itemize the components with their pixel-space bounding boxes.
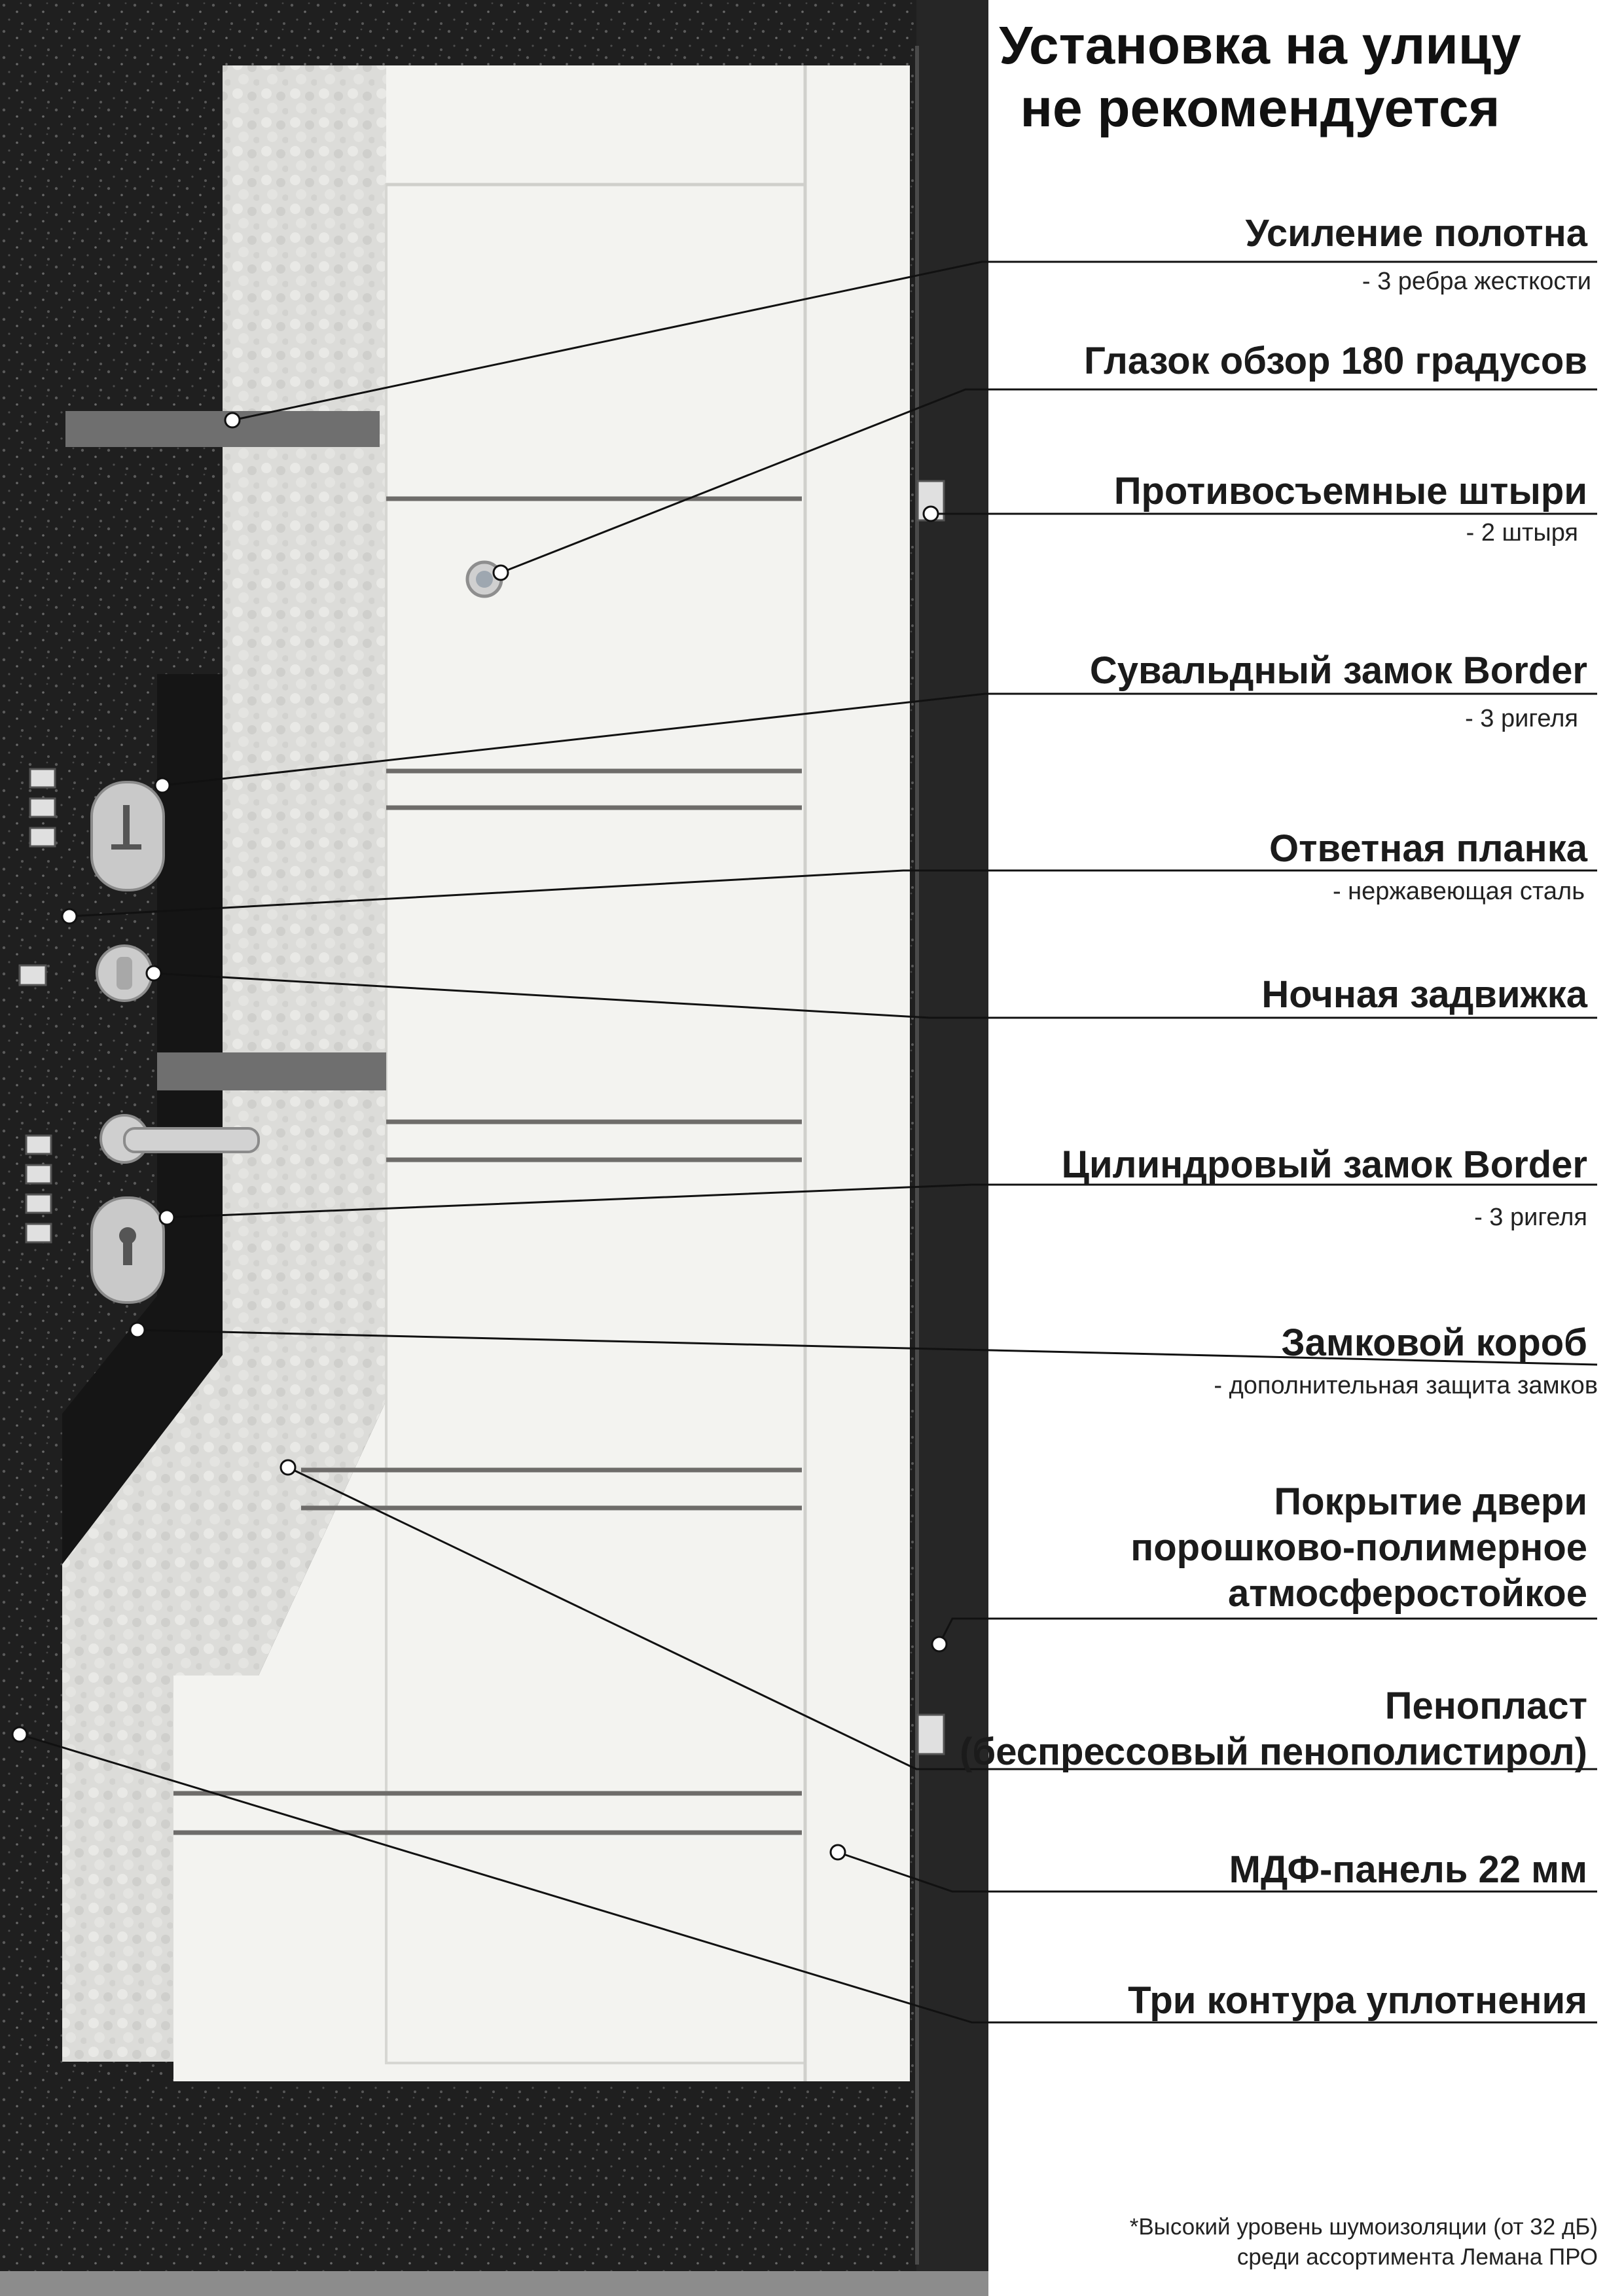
door-frame-edge <box>916 0 988 2296</box>
dot-pins <box>922 505 939 522</box>
feature-cylinder-lock-title: Цилиндровый замок Border <box>1061 1143 1587 1186</box>
feature-coating-line-3: атмосферостойкое <box>1228 1572 1587 1615</box>
feature-lock-box-title: Замковой короб <box>1281 1321 1587 1364</box>
footnote-line-1: *Высокий уровень шумоизоляции (от 32 дБ) <box>1129 2214 1598 2240</box>
footnote-line-2: среди ассортимента Лемана ПРО <box>1236 2244 1598 2270</box>
noise-insulation-footnote: *Высокий уровень шумоизоляции (от 32 дБ)… <box>1130 2212 1598 2272</box>
feature-peephole-title: Глазок обзор 180 градусов <box>1083 340 1587 382</box>
dot-lock-box <box>129 1321 146 1338</box>
decor-moldings <box>173 496 802 1835</box>
feature-coating-line-1: Покрытие двери <box>1274 1480 1587 1523</box>
warning-heading-line-2: не рекомендуется <box>1020 79 1500 138</box>
lever-lock-keyhole <box>123 805 130 844</box>
mdf-panel <box>173 65 910 2081</box>
feature-night-latch-title: Ночная задвижка <box>1261 973 1587 1016</box>
door-frame-inner-line <box>915 46 919 2265</box>
feature-lock-box-note: - дополнительная защита замков <box>1214 1372 1598 1399</box>
feature-pins-note: - 2 штыря <box>1466 519 1578 547</box>
decor-insert-shadow <box>62 674 223 1564</box>
anti-removal-pin-lower <box>916 1713 945 1755</box>
dot-reinforcement <box>224 412 241 429</box>
dot-strike-plate <box>61 908 78 925</box>
feature-mdf-title: МДФ-панель 22 мм <box>1229 1848 1587 1891</box>
dot-coating <box>931 1636 948 1653</box>
warning-heading-line-1: Установка на улицу <box>999 16 1521 75</box>
dot-seals <box>11 1726 28 1743</box>
leader-lines <box>19 260 1598 2024</box>
dot-lever-lock <box>154 777 171 794</box>
dot-cylinder-lock <box>158 1209 175 1226</box>
night-latch-slot <box>117 957 132 990</box>
stiffening-rib-lower <box>157 1052 386 1090</box>
cylinder-lock-keyhole-slot <box>123 1236 132 1265</box>
feature-lever-lock-note: - 3 ригеля <box>1465 705 1578 732</box>
lever-lock-keyhole-bar <box>111 844 141 850</box>
feature-strike-plate-title: Ответная планка <box>1269 827 1587 870</box>
door-handle-lever <box>123 1127 260 1153</box>
feature-coating-title: Покрытие двери порошково-полимерное атмо… <box>1130 1479 1587 1617</box>
stiffening-rib-upper <box>65 411 380 447</box>
feature-strike-plate-note: - нержавеющая сталь <box>1332 878 1585 905</box>
feature-cylinder-lock-note: - 3 ригеля <box>1474 1204 1587 1231</box>
feature-foam-line-2: (беспрессовый пенополистирол) <box>960 1731 1587 1773</box>
dot-foam <box>280 1459 297 1476</box>
peephole-lens <box>476 571 493 588</box>
feature-foam-title: Пенопласт (беспрессовый пенополистирол) <box>960 1683 1587 1775</box>
dot-peephole <box>492 564 509 581</box>
dot-mdf <box>829 1844 846 1861</box>
feature-reinforcement-title: Усиление полотна <box>1245 212 1587 255</box>
feature-reinforcement-note: - 3 ребра жесткости <box>1362 268 1591 295</box>
lock-bolts <box>18 768 56 1244</box>
door-frame-bottom-edge <box>0 2271 988 2296</box>
dot-night-latch <box>145 965 162 982</box>
feature-coating-line-2: порошково-полимерное <box>1130 1526 1587 1569</box>
warning-heading: Установка на улицу не рекомендуется <box>933 14 1587 140</box>
leader-dots <box>11 412 948 1861</box>
feature-pins-title: Противосъемные штыри <box>1113 470 1587 512</box>
feature-foam-line-1: Пенопласт <box>1384 1685 1587 1727</box>
feature-lever-lock-title: Сувальдный замок Border <box>1089 649 1587 692</box>
feature-seals-title: Три контура уплотнения <box>1128 1979 1587 2022</box>
